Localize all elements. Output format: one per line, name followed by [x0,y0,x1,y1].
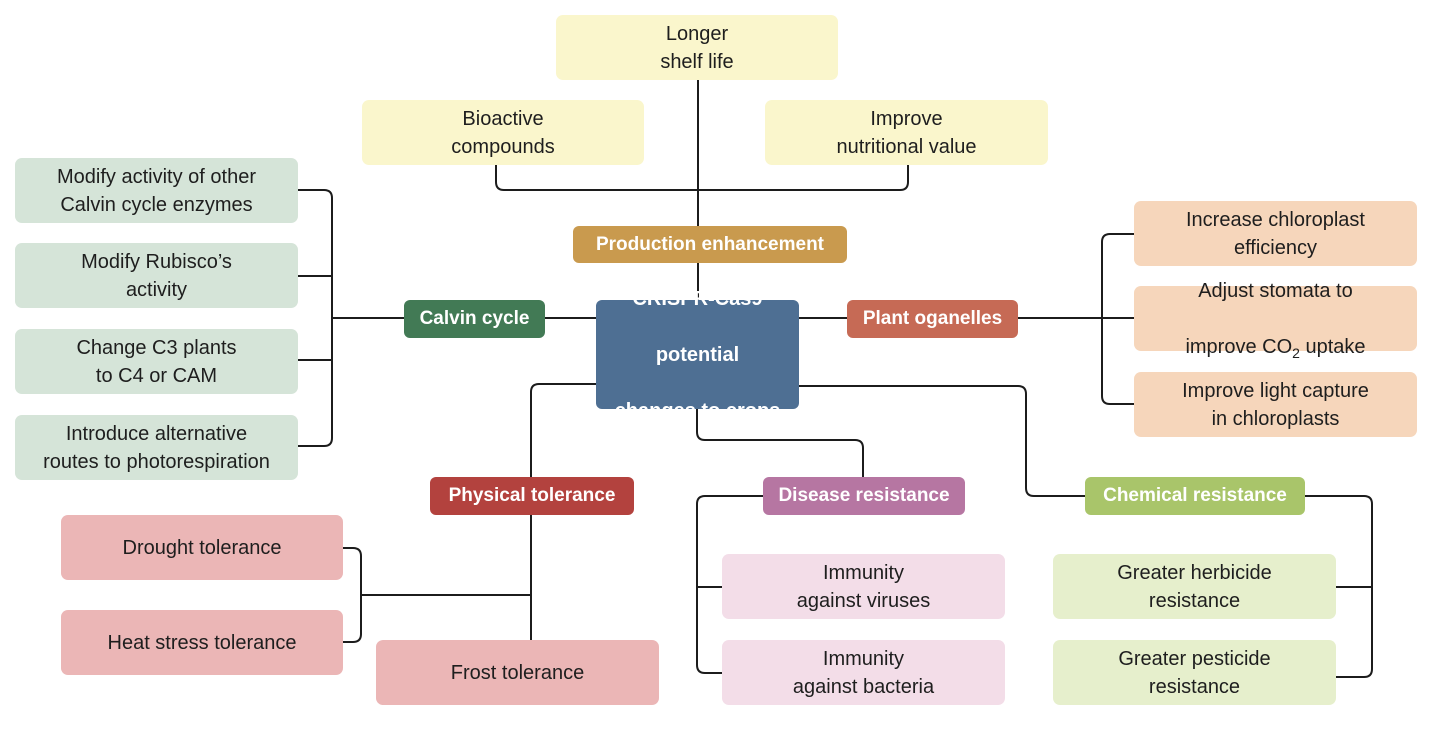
item-immunity-viruses: Immunity against viruses [722,554,1005,619]
center-node: CRISPR-Cas9 potential changes to crops [596,288,799,422]
center-line2: potential [655,343,740,366]
stomata-text-pre: improve CO [1185,335,1293,358]
category-disease-resistance: Disease resistance [763,477,965,515]
item-change-c3-plants: Change C3 plants to C4 or CAM [15,329,298,394]
stomata-text-post: uptake [1299,335,1366,358]
item-frost-tolerance: Frost tolerance [376,640,659,705]
stomata-line1: Adjust stomata to [1198,279,1353,302]
category-calvin-cycle: Calvin cycle [404,300,545,338]
item-modify-rubisco: Modify Rubisco’s activity [15,243,298,308]
category-physical-tolerance: Physical tolerance [430,477,634,515]
item-heat-stress-tolerance: Heat stress tolerance [61,610,343,675]
connector-production-branches [495,165,909,191]
center-line1: CRISPR-Cas9 [632,287,763,310]
item-bioactive-compounds: Bioactive compounds [362,100,644,165]
connector-chemical-center [799,385,1085,497]
connector-disease-center [696,408,864,477]
item-pesticide-resistance: Greater pesticide resistance [1053,640,1336,705]
connector-organelles-bracket [1101,233,1134,405]
center-line3: changes to crops [614,399,781,422]
connector-calvin-bracket [298,189,333,447]
category-plant-organelles: Plant oganelles [847,300,1018,338]
item-alternative-photorespiration: Introduce alternative routes to photores… [15,415,298,480]
item-chloroplast-efficiency: Increase chloroplast efficiency [1134,201,1417,266]
item-improve-light-capture: Improve light capture in chloroplasts [1134,372,1417,437]
item-herbicide-resistance: Greater herbicide resistance [1053,554,1336,619]
item-improve-nutritional-value: Improve nutritional value [765,100,1048,165]
connector-disease-bracket [696,495,763,674]
co2-subscript: 2 [1292,344,1300,361]
item-immunity-bacteria: Immunity against bacteria [722,640,1005,705]
item-drought-tolerance: Drought tolerance [61,515,343,580]
category-production-enhancement: Production enhancement [573,226,847,263]
item-longer-shelf-life: Longer shelf life [556,15,838,80]
item-adjust-stomata: Adjust stomata to improve CO2 uptake [1134,280,1417,360]
item-modify-calvin-enzymes: Modify activity of other Calvin cycle en… [15,158,298,223]
category-chemical-resistance: Chemical resistance [1085,477,1305,515]
connector-physical-center [530,383,596,477]
connector-physical-bracket [343,547,362,643]
stomata-line2: improve CO2 uptake [1185,333,1365,361]
